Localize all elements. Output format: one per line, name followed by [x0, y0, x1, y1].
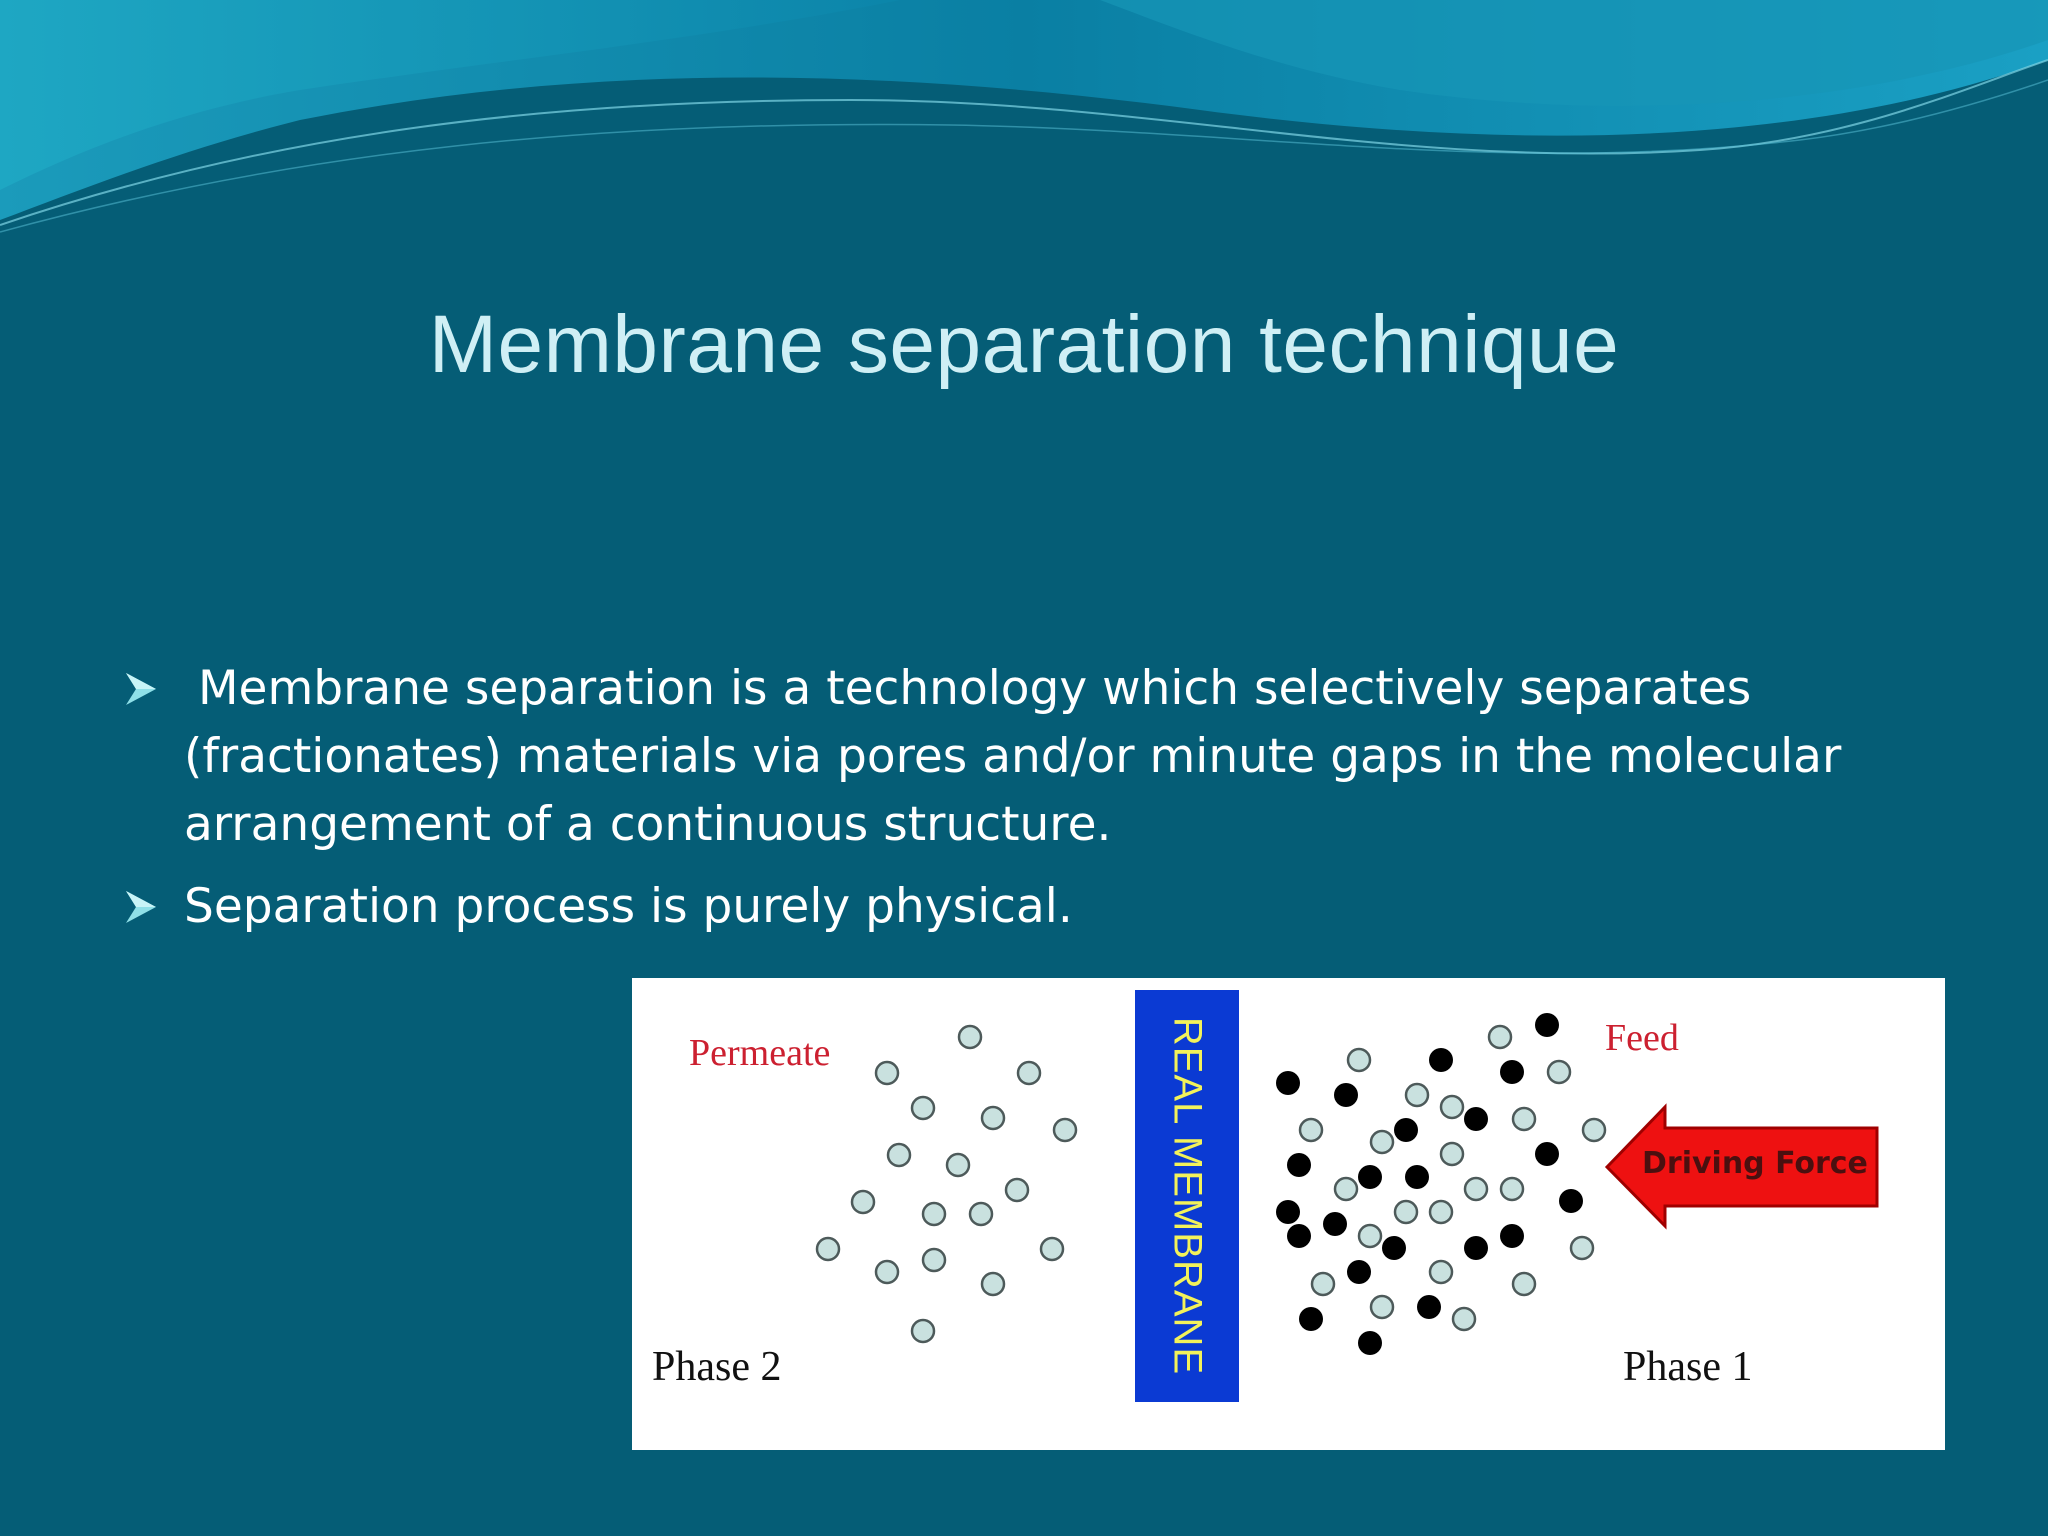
bullet-item: Separation process is purely physical.	[122, 873, 1922, 941]
dark-particle	[1334, 1083, 1358, 1107]
feed-light-particles	[1298, 1024, 1607, 1332]
light-particle	[1369, 1294, 1395, 1320]
dark-particle	[1299, 1307, 1323, 1331]
dark-particle	[1358, 1331, 1382, 1355]
dark-particle	[1500, 1060, 1524, 1084]
light-particle	[1039, 1236, 1065, 1262]
dark-particle	[1347, 1260, 1371, 1284]
dark-particle	[1323, 1212, 1347, 1236]
light-particle	[1004, 1177, 1030, 1203]
light-particle	[1404, 1082, 1430, 1108]
light-particle	[1439, 1141, 1465, 1167]
bullet-list: Membrane separation is a technology whic…	[122, 655, 1922, 955]
dark-particle	[1287, 1153, 1311, 1177]
slide-title: Membrane separation technique	[428, 299, 1620, 390]
light-particle	[1439, 1094, 1465, 1120]
bullet-text-line: Membrane separation is a technology whic…	[198, 661, 1752, 716]
membrane-diagram: Permeate Feed Phase 2 Phase 1 REAL MEMBR…	[632, 978, 1945, 1450]
light-particle	[1357, 1223, 1383, 1249]
light-particle	[1016, 1060, 1042, 1086]
light-particle	[1546, 1059, 1572, 1085]
light-particle	[1333, 1176, 1359, 1202]
light-particle	[1428, 1259, 1454, 1285]
arrow-bullet-icon	[126, 673, 156, 705]
permeate-particles	[815, 1024, 1078, 1344]
feed-label: Feed	[1605, 1017, 1679, 1059]
feed-dark-particles	[1276, 1013, 1583, 1355]
light-particle	[1499, 1176, 1525, 1202]
bullet-item: Membrane separation is a technology whic…	[122, 655, 1922, 859]
light-particle	[1310, 1271, 1336, 1297]
wave-banner	[0, 0, 2048, 233]
light-particle	[968, 1201, 994, 1227]
phase1-label: Phase 1	[1623, 1344, 1753, 1390]
arrow-bullet-icon	[126, 891, 156, 923]
particle-field	[815, 1013, 1879, 1355]
light-particle	[874, 1060, 900, 1086]
dark-particle	[1394, 1118, 1418, 1142]
dark-particle	[1535, 1142, 1559, 1166]
phase2-label: Phase 2	[652, 1344, 782, 1390]
light-particle	[980, 1105, 1006, 1131]
dark-particle	[1276, 1200, 1300, 1224]
light-particle	[1052, 1117, 1078, 1143]
light-particle	[850, 1189, 876, 1215]
dark-particle	[1287, 1224, 1311, 1248]
dark-particle	[1464, 1107, 1488, 1131]
bullet-text-line: (fractionates) materials via pores and/o…	[184, 729, 1842, 784]
light-particle	[921, 1247, 947, 1273]
light-particle	[815, 1236, 841, 1262]
dark-particle	[1382, 1236, 1406, 1260]
light-particle	[921, 1201, 947, 1227]
dark-particle	[1429, 1048, 1453, 1072]
light-particle	[1451, 1306, 1477, 1332]
light-particle	[910, 1318, 936, 1344]
light-particle	[957, 1024, 983, 1050]
light-particle	[1511, 1106, 1537, 1132]
light-particle	[1369, 1129, 1395, 1155]
light-particle	[1428, 1199, 1454, 1225]
dark-particle	[1500, 1224, 1524, 1248]
driving-force-arrow-icon	[1604, 1103, 1879, 1230]
light-particle	[1487, 1024, 1513, 1050]
light-particle	[1463, 1176, 1489, 1202]
light-particle	[1511, 1271, 1537, 1297]
light-particle	[1298, 1117, 1324, 1143]
dark-particle	[1464, 1236, 1488, 1260]
dark-particle	[1559, 1189, 1583, 1213]
dark-particle	[1276, 1071, 1300, 1095]
light-particle	[1346, 1047, 1372, 1073]
light-particle	[1393, 1199, 1419, 1225]
dark-particle	[1535, 1013, 1559, 1037]
light-particle	[945, 1152, 971, 1178]
bullet-text-line: Separation process is purely physical.	[184, 879, 1073, 934]
bullet-text-line: arrangement of a continuous structure.	[184, 797, 1112, 852]
light-particle	[910, 1095, 936, 1121]
light-particle	[1569, 1235, 1595, 1261]
membrane-bar: REAL MEMBRANE	[1135, 990, 1239, 1402]
permeate-label: Permeate	[689, 1032, 831, 1074]
dark-particle	[1358, 1165, 1382, 1189]
light-particle	[886, 1142, 912, 1168]
light-particle	[874, 1259, 900, 1285]
dark-particle	[1417, 1295, 1441, 1319]
membrane-label: REAL MEMBRANE	[1165, 1016, 1210, 1376]
driving-force-label: Driving Force	[1642, 1146, 1868, 1181]
dark-particle	[1405, 1165, 1429, 1189]
light-particle	[1581, 1117, 1607, 1143]
light-particle	[980, 1271, 1006, 1297]
